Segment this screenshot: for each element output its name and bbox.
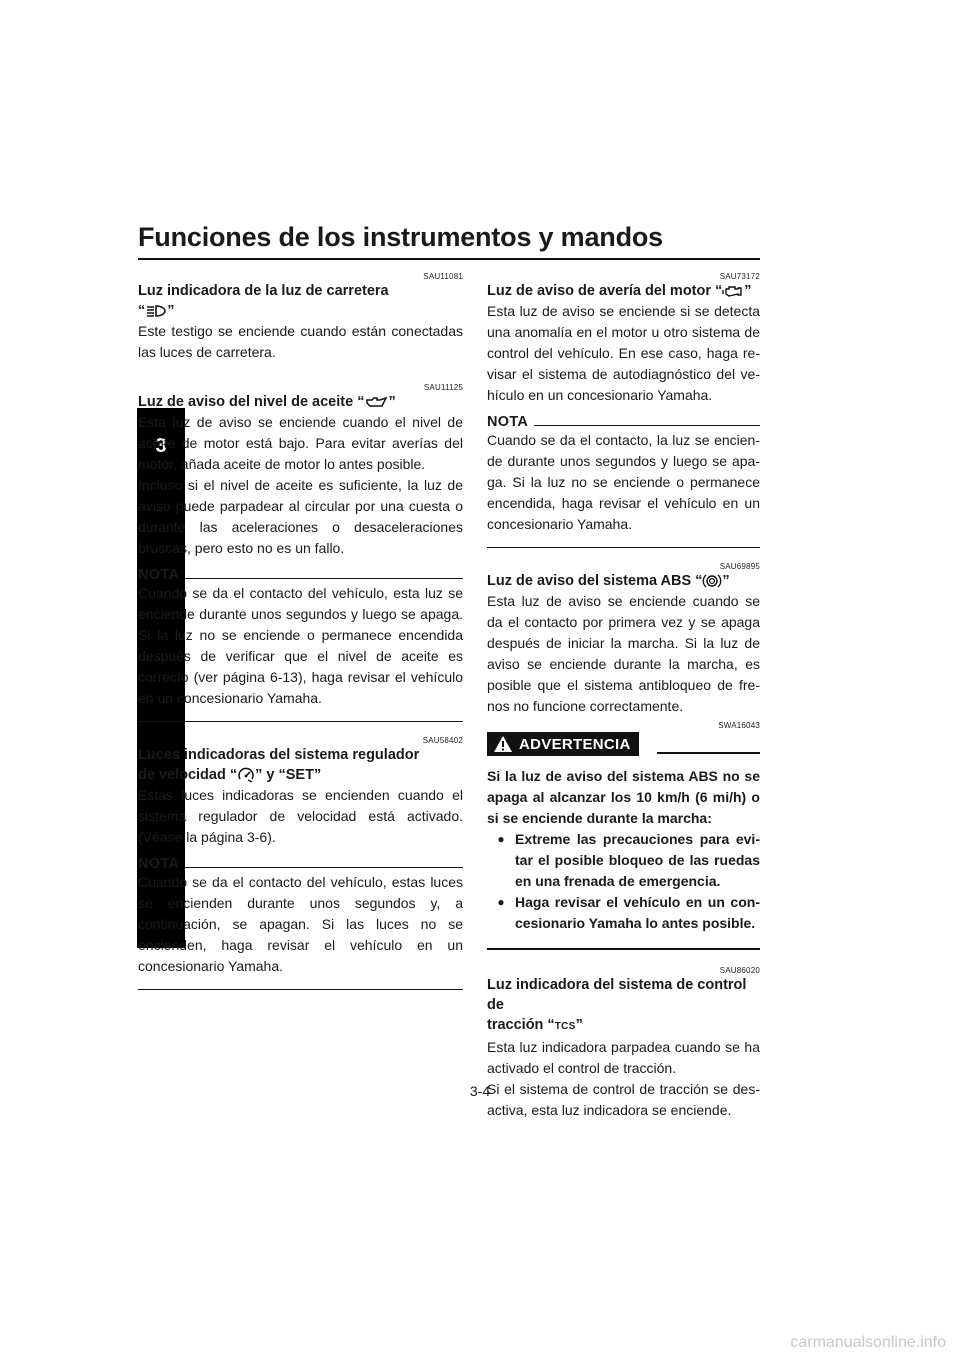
note-label: NOTA: [138, 567, 180, 583]
left-sections: SAU11081 Luz indicadora de la luz de car…: [138, 272, 463, 990]
watermark: carmanualsonline.info: [790, 1334, 946, 1351]
note-label: NOTA: [487, 414, 529, 430]
heading-text: tracción “: [487, 1017, 555, 1033]
note-rule: [185, 578, 463, 579]
section-heading-abs: Luz de aviso del sistema ABS “ ”: [487, 571, 760, 591]
section-heading-high-beam: Luz indicadora de la luz de carretera “ ”: [138, 281, 463, 321]
warning-end-rule: [487, 948, 760, 950]
heading-text: de velocidad “: [138, 767, 238, 783]
right-sections: SAU73172 Luz de aviso de avería del moto…: [487, 272, 760, 1121]
warning-label: ADVERTENCIA: [519, 735, 631, 753]
note-header: NOTA: [138, 856, 463, 872]
paragraph: Esta luz indicadora parpadea cuando se h…: [487, 1039, 760, 1076]
tcs-icon: TCS: [554, 1021, 576, 1032]
warning-rule: [656, 752, 760, 754]
warning-header: ADVERTENCIA: [487, 732, 760, 756]
section-code: SAU11081: [423, 272, 463, 281]
paragraph: Incluso si el nivel de aceite es suficie…: [138, 477, 463, 556]
warning-text: Si la luz de aviso del sistema ABS no se…: [487, 768, 760, 826]
warning-code: SWA16043: [718, 721, 760, 730]
cruise-control-icon: [238, 767, 254, 783]
quote-open: “: [138, 303, 146, 319]
section-heading-cruise-control: Luces indicadoras del sistema regulador …: [138, 745, 463, 785]
warning-bullet: ● Extreme las precauciones para evi­tar e…: [487, 829, 760, 892]
page-title: Funciones de los instrumentos y mandos: [138, 222, 663, 252]
section-code: SAU86020: [719, 966, 760, 975]
note-header: NOTA: [138, 567, 463, 583]
heading-text: Luz de aviso de avería del motor “: [487, 283, 723, 299]
section-heading-engine-trouble: Luz de aviso de avería del motor “ ”: [487, 281, 760, 301]
bullet-text: Extreme las precauciones para evi­tar el…: [515, 831, 760, 889]
oil-can-icon: [366, 396, 388, 407]
paragraph: Si el sistema de control de tracción se …: [487, 1081, 760, 1118]
paragraph: Estas luces indicadoras se encienden cua…: [138, 787, 463, 845]
heading-text: ” y “SET”: [255, 767, 322, 783]
paragraph: Este testigo se enciende cuando están co…: [138, 323, 463, 360]
heading-text: Luz de aviso del nivel de aceite “: [138, 394, 365, 410]
note-header: NOTA: [487, 414, 760, 430]
heading-text: Luz de aviso del sistema ABS “: [487, 573, 703, 589]
section-heading-traction-control: Luz indicadora del sistema de control de…: [487, 975, 760, 1037]
bullet-dot: ●: [497, 895, 505, 909]
note-end-rule: [138, 989, 463, 990]
note-end-rule: [138, 721, 463, 722]
section-code: SAU58402: [422, 736, 463, 745]
heading-line: Luces indicadoras del sistema regulador: [138, 747, 420, 763]
paragraph: Esta luz de aviso se enciende cuando se …: [487, 593, 760, 714]
heading-line: Luz indicadora del sistema de control de: [487, 977, 747, 1013]
engine-icon: [722, 286, 742, 297]
quote-close: ”: [167, 303, 175, 319]
quote-close: ”: [388, 394, 396, 410]
note-rule: [185, 867, 463, 868]
section-code: SAU11125: [423, 383, 463, 392]
chapter-tab-number: 3: [155, 435, 167, 457]
paragraph: Esta luz de aviso se enciende si se dete…: [487, 303, 760, 403]
section-code: SAU69895: [719, 562, 760, 571]
note-text: Cuando se da el contacto, la luz se enci…: [487, 432, 760, 532]
paragraph: Esta luz de aviso se enciende cuando el …: [138, 414, 463, 472]
quote-close: ”: [722, 573, 730, 589]
quote-close: ”: [575, 1017, 583, 1033]
bullet-dot: ●: [497, 832, 505, 846]
warning-label-box: ADVERTENCIA: [487, 732, 639, 756]
note-text: Cuando se da el contacto del vehículo, e…: [138, 874, 463, 974]
page-number: 3-4: [469, 1083, 491, 1099]
warning-triangle-icon: [494, 736, 512, 752]
note-rule: [534, 425, 760, 426]
section-heading-oil-level: Luz de aviso del nivel de aceite “ ”: [138, 392, 463, 412]
note-label: NOTA: [138, 856, 180, 872]
title-rule: [138, 258, 760, 260]
note-text: Cuando se da el contacto del vehículo, e…: [138, 585, 463, 706]
note-end-rule: [487, 547, 760, 548]
warning-bullet: ● Haga revisar el vehículo en un con­cesi…: [487, 892, 760, 934]
bullet-text: Haga revisar el vehículo en un con­cesio…: [515, 894, 760, 931]
high-beam-icon: [147, 305, 167, 317]
heading-line: Luz indicadora de la luz de carretera: [138, 283, 389, 299]
section-code: SAU73172: [719, 272, 760, 281]
abs-icon: [703, 574, 722, 588]
quote-close: ”: [744, 283, 752, 299]
chapter-tab: [137, 408, 185, 948]
